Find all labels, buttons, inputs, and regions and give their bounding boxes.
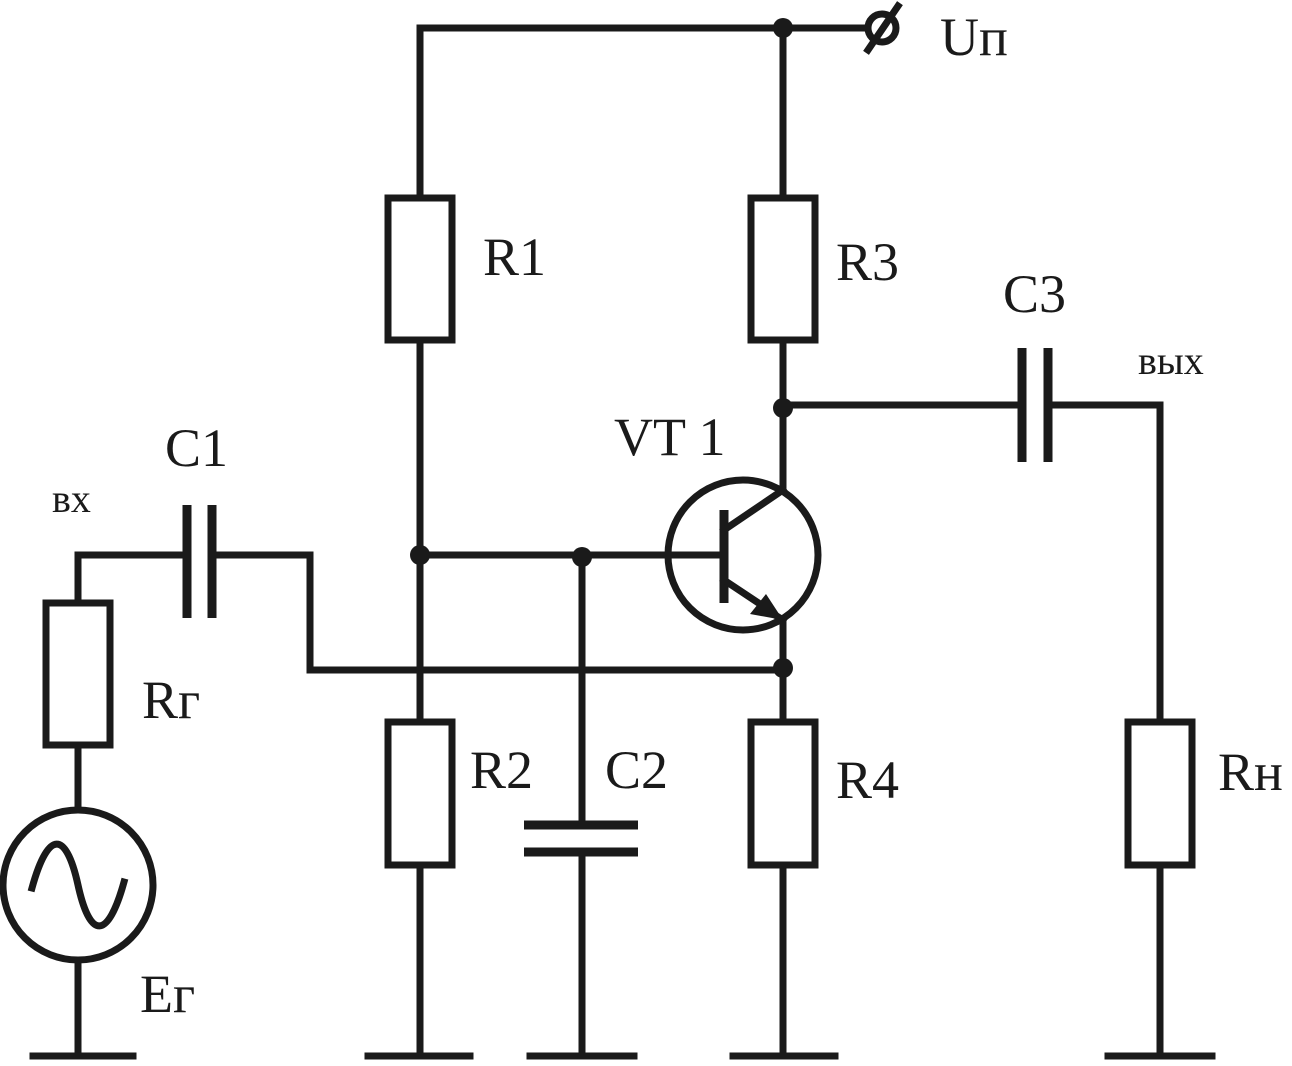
resistor-rg (42, 599, 114, 749)
label-r4: R4 (836, 750, 899, 810)
junction-base-c2 (572, 547, 592, 567)
label-input: вх (52, 476, 91, 521)
capacitor-c1 (182, 505, 217, 618)
junction-collector (773, 398, 793, 418)
resistor-r1 (384, 194, 456, 344)
resistor-r2 (384, 718, 456, 869)
label-c1: C1 (165, 418, 228, 478)
label-rn: Rн (1218, 742, 1283, 802)
transistor-collector-lead (719, 485, 788, 535)
resistors (42, 194, 1196, 869)
resistor-r4 (747, 718, 819, 869)
capacitors (182, 348, 1053, 857)
resistor-r3 (747, 194, 819, 344)
wire-c1-emitter (211, 551, 787, 674)
label-c2: C2 (605, 740, 668, 800)
junction-rail (773, 18, 793, 38)
label-c3: C3 (1003, 264, 1066, 324)
terminal-slash (863, 1, 903, 55)
junctions (410, 18, 793, 678)
transistor-vt1 (660, 476, 822, 634)
label-r3: R3 (836, 232, 899, 292)
labels: Uп R1 R3 C3 вых VT 1 C1 вх Rг R2 C2 R4 R… (52, 7, 1283, 1024)
wire-c1-rg (74, 551, 189, 607)
signal-source-eg (0, 806, 157, 964)
label-rg: Rг (142, 670, 200, 730)
capacitor-c2 (524, 820, 638, 857)
transistor-emitter-out (770, 610, 788, 625)
label-vt1: VT 1 (614, 407, 726, 467)
capacitor-c3 (1017, 348, 1053, 462)
supply-terminal (863, 1, 903, 55)
label-eg: Eг (140, 964, 195, 1024)
label-supply: Uп (940, 7, 1008, 67)
sine-wave-icon (27, 840, 129, 930)
junction-emitter (773, 658, 793, 678)
junction-base-r (410, 545, 430, 565)
wires (74, 24, 1164, 1060)
label-r2: R2 (470, 740, 533, 800)
resistor-rn (1124, 718, 1196, 869)
supply-rail (416, 24, 872, 202)
wire-c3-load (1049, 401, 1164, 726)
label-r1: R1 (483, 227, 546, 287)
label-output: вых (1138, 338, 1204, 383)
